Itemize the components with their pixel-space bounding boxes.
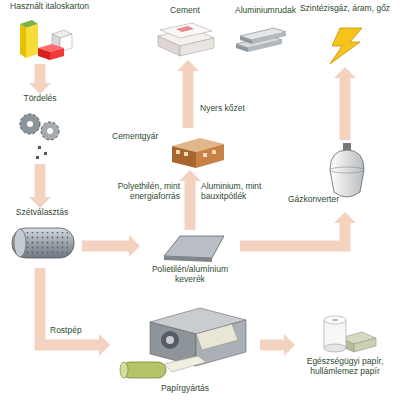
node-label: Aluminiumrudak — [228, 6, 303, 16]
arrow-head — [179, 170, 201, 181]
arrow-head — [177, 60, 199, 71]
process-node: Szétválasztás — [2, 208, 82, 268]
flow-band — [240, 222, 345, 246]
flow-band — [35, 64, 46, 84]
lightning-icon — [330, 28, 362, 64]
node-label: Szintézisgáz, áram, gőz — [295, 4, 395, 14]
flow-band — [40, 268, 100, 345]
converter-icon — [330, 143, 364, 197]
arrow-head — [29, 197, 51, 208]
process-node: Egészségügyi papír, hullámlemez papír — [295, 312, 395, 397]
paper-machine-icon — [120, 308, 246, 378]
arrow-head — [334, 212, 356, 223]
flow-note: Aluminium, mint bauxitpótlék — [201, 182, 271, 202]
flow-arrow — [29, 164, 51, 208]
flow-band — [35, 164, 46, 198]
flow-band — [340, 77, 351, 140]
aluminium-rod-icon — [236, 28, 286, 52]
arrow-head — [334, 67, 356, 78]
flow-arrow — [29, 64, 51, 94]
flow-arrow — [82, 235, 140, 257]
flow-arrow — [179, 170, 201, 230]
node-label: Tördelés — [10, 94, 70, 104]
flow-band — [260, 340, 285, 351]
node-label: Papírgyártás — [110, 384, 260, 394]
flow-arrow — [177, 60, 199, 128]
process-node: Tördelés — [10, 94, 70, 164]
process-node: Cement — [150, 6, 220, 60]
flow-arrow — [334, 67, 356, 140]
carton-icon — [20, 20, 72, 60]
flow-note: Polyethilén, mint energiaforrás — [106, 182, 180, 202]
arrow-head — [284, 334, 295, 356]
mixture-icon — [164, 236, 224, 262]
cement-bag-icon — [158, 23, 214, 56]
process-node: Használt italoskarton — [2, 2, 97, 64]
flow-band — [183, 70, 194, 128]
paper-product-icon — [324, 316, 376, 352]
arrow-head — [129, 235, 140, 257]
factory-icon — [172, 138, 224, 168]
node-label: Szétválasztás — [2, 208, 82, 218]
flow-band — [82, 241, 130, 252]
node-label: Használt italoskarton — [2, 2, 97, 12]
gear-icon — [20, 114, 59, 159]
arrow-head — [29, 83, 51, 94]
node-label: Egészségügyi papír, hullámlemez papír — [295, 357, 395, 377]
flow-arrow — [240, 212, 356, 246]
node-label: Gázkonverter — [288, 195, 344, 205]
node-label: Cement — [150, 6, 220, 16]
process-node: Polietilén/alumínium keverék — [140, 230, 240, 290]
flow-note: Nyers kőzet — [200, 104, 260, 114]
flow-band — [185, 180, 196, 230]
edge-label: Rostpép — [50, 326, 82, 336]
node-label: Polietilén/alumínium keverék — [140, 265, 240, 285]
process-node: Szintézisgáz, áram, gőz — [295, 4, 395, 67]
process-node: Papírgyártás — [110, 300, 260, 398]
process-node: Aluminiumrudak — [228, 6, 303, 54]
drum-icon — [12, 228, 74, 258]
flow-arrow — [260, 334, 295, 356]
process-node: Cementgyár — [112, 128, 227, 170]
arrow-head — [99, 334, 110, 356]
flow-arrow — [40, 268, 110, 356]
process-node: Gázkonverter — [288, 140, 385, 212]
node-label: Cementgyár — [112, 132, 170, 142]
